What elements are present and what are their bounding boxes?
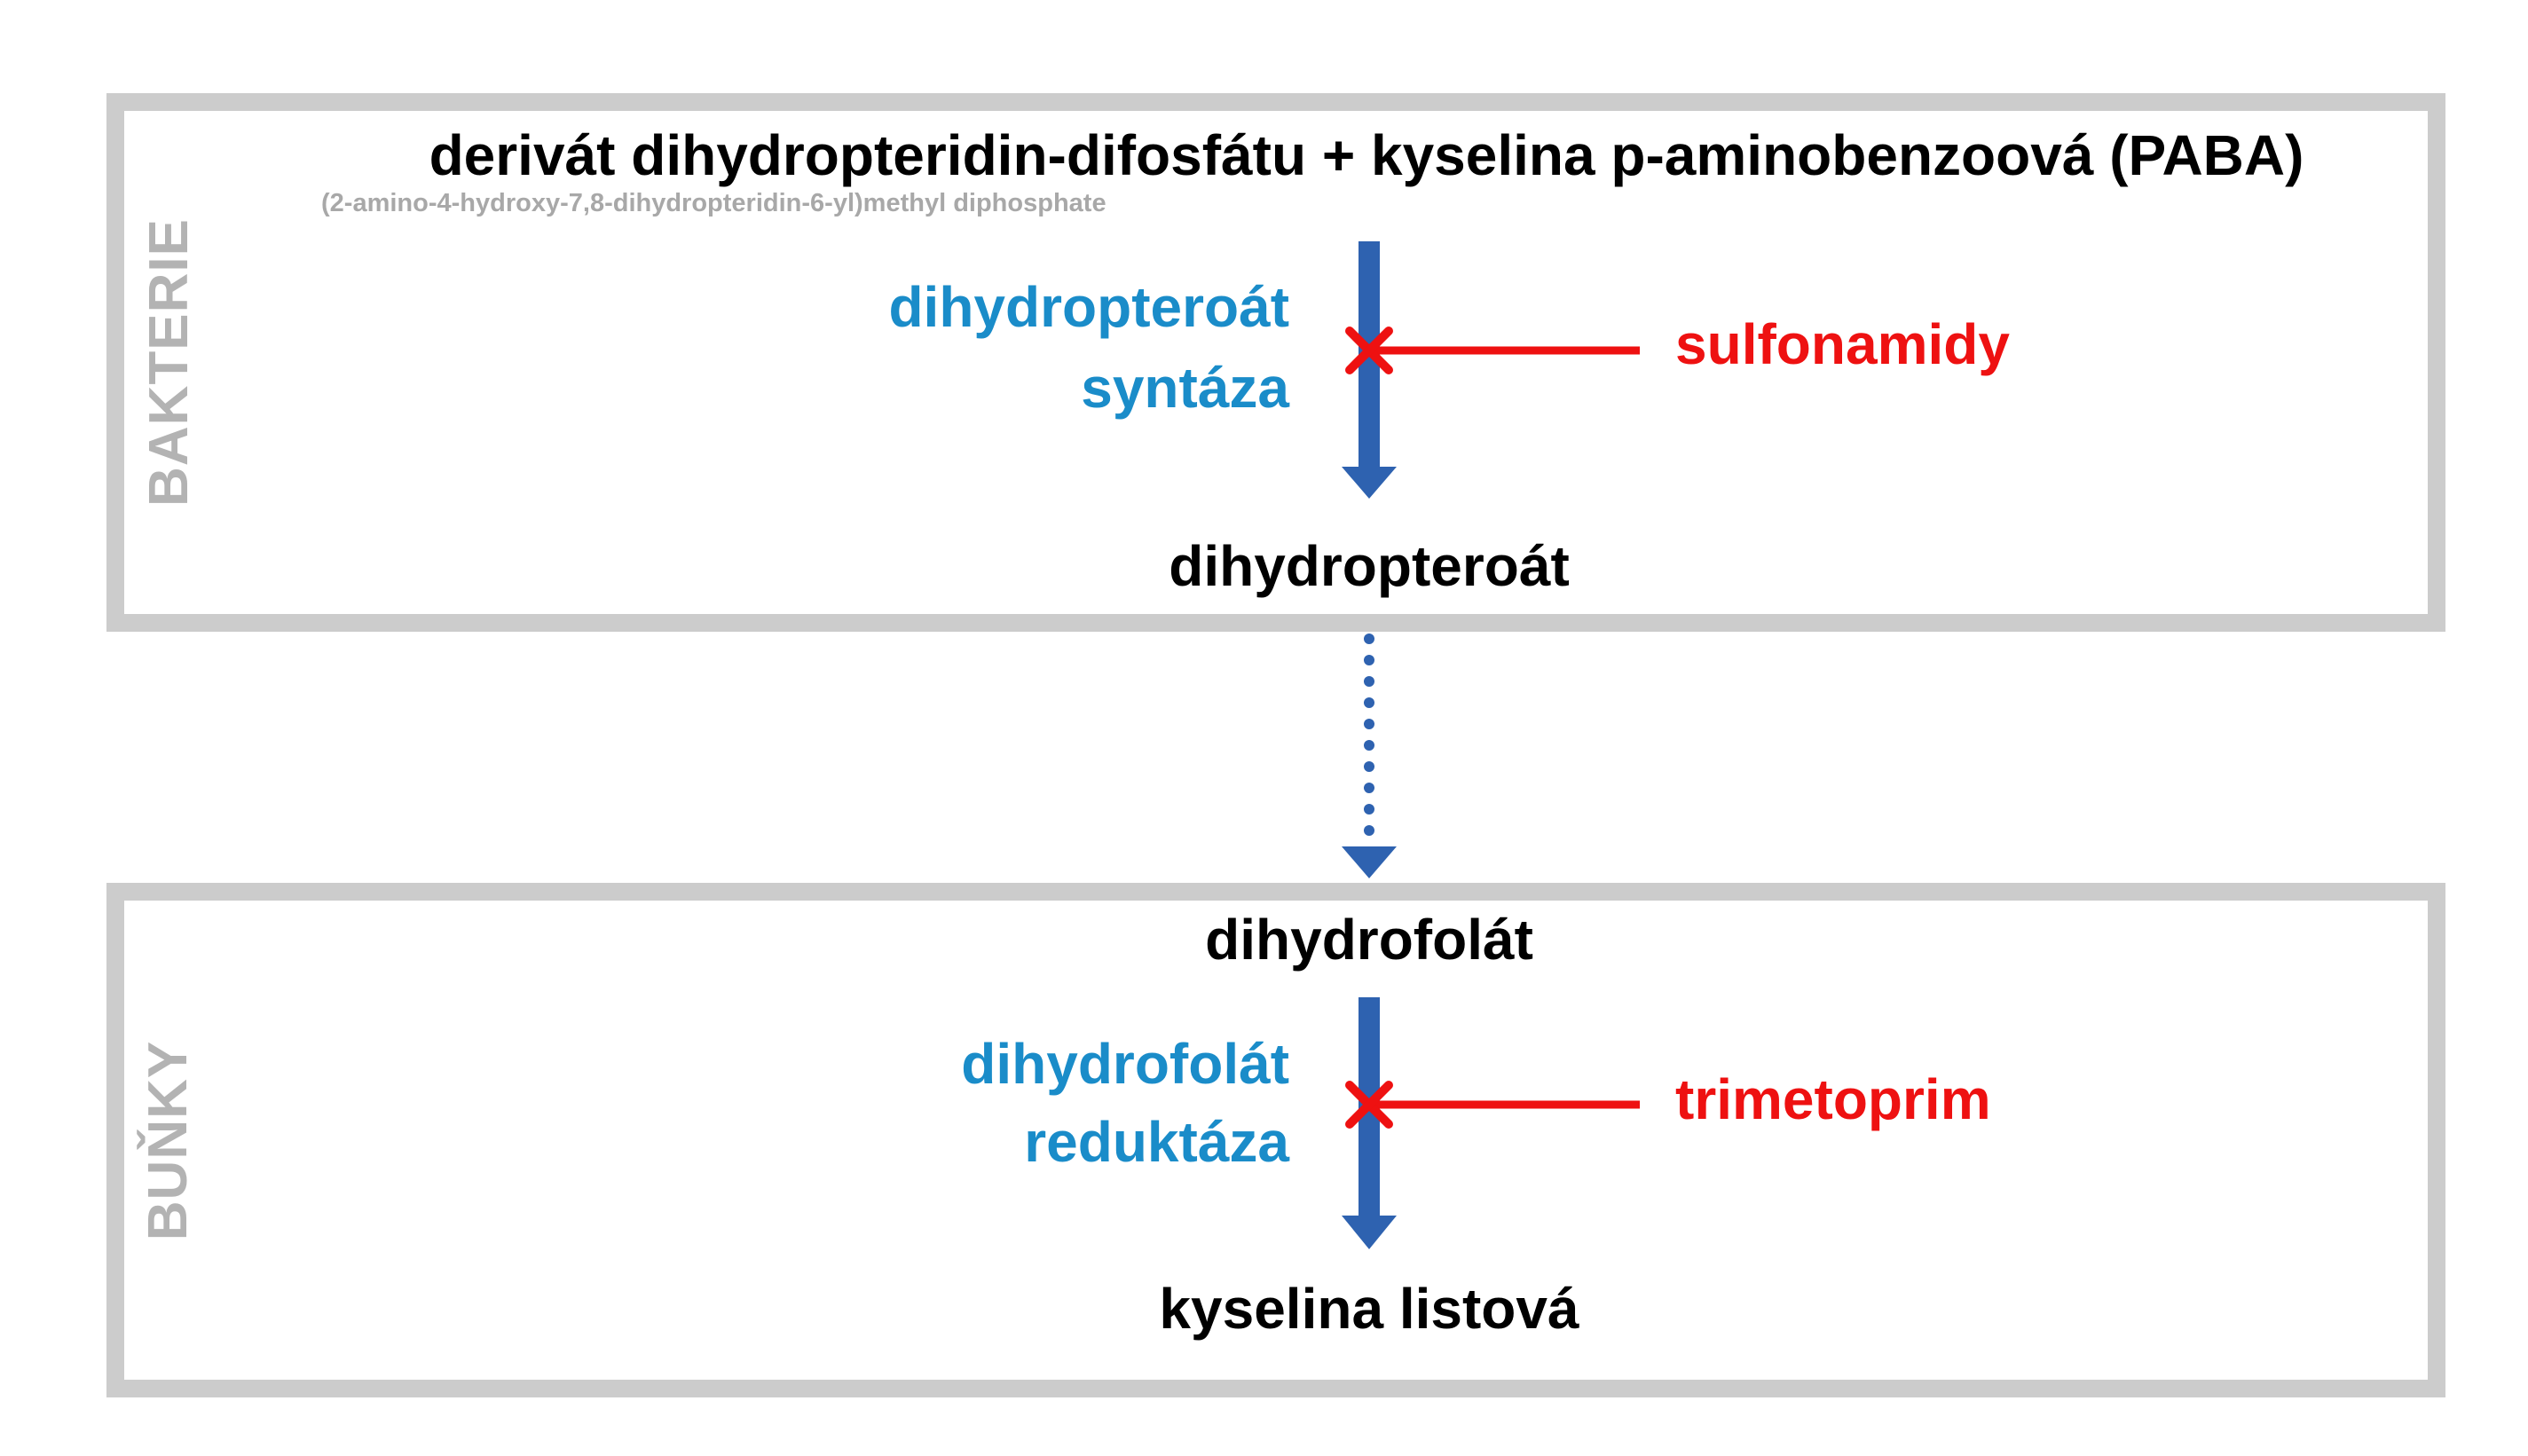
cells-enzyme-line1: dihydrofolát [961, 1032, 1289, 1096]
bacteria-substrate: derivát dihydropteridin-difosfátu + kyse… [429, 123, 2304, 187]
bacteria-inhibitor: sulfonamidy [1675, 312, 2010, 376]
bacteria-product: dihydropteroát [1169, 534, 1570, 598]
bacteria-enzyme-line2: syntáza [1081, 356, 1289, 420]
cells-product: kyselina listová [1159, 1277, 1579, 1341]
cells-inhibitor: trimetoprim [1675, 1067, 1991, 1131]
bacteria-substrate-note: (2-amino-4-hydroxy-7,8-dihydropteridin-6… [321, 189, 1106, 217]
bacteria-panel [106, 93, 2445, 632]
cells-panel [106, 883, 2445, 1397]
bacteria-enzyme-line1: dihydropteroát [888, 275, 1289, 339]
cross-icon [1345, 1081, 1393, 1129]
cross-icon [1345, 327, 1393, 374]
cells-substrate: dihydrofolát [1205, 908, 1533, 972]
dotted-down-arrow-icon [1342, 634, 1397, 878]
cells-enzyme-line2: reduktáza [1024, 1110, 1289, 1174]
